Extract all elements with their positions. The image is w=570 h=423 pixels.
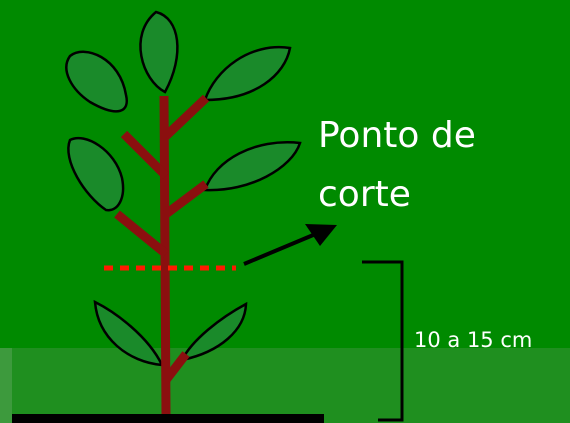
plant-leaves [65,10,302,367]
leaf-lower-right [179,301,248,362]
ground-band [0,348,570,423]
cut-point-label-line1: Ponto de [318,115,476,156]
branch-upper-right [162,94,210,140]
pointer-arrowhead [305,224,337,246]
branch-lower-right [162,351,190,383]
leaf-upper-right [203,45,292,102]
branch-upper-left [120,130,170,180]
branch-middle-left [114,210,169,258]
cut-point-label-line2: corte [318,174,411,215]
pointer-arrow-line [243,231,319,266]
plant-stem [114,94,210,415]
height-bracket [362,260,404,422]
leaf-top [139,10,179,94]
leaf-middle-right [203,141,302,192]
left-edge-strip [0,348,12,423]
branch-middle-right [163,180,209,218]
height-label: 10 a 15 cm [414,328,533,352]
ground-line [12,414,324,423]
leaf-upper-left [65,50,128,113]
leaf-middle-left [67,137,125,212]
